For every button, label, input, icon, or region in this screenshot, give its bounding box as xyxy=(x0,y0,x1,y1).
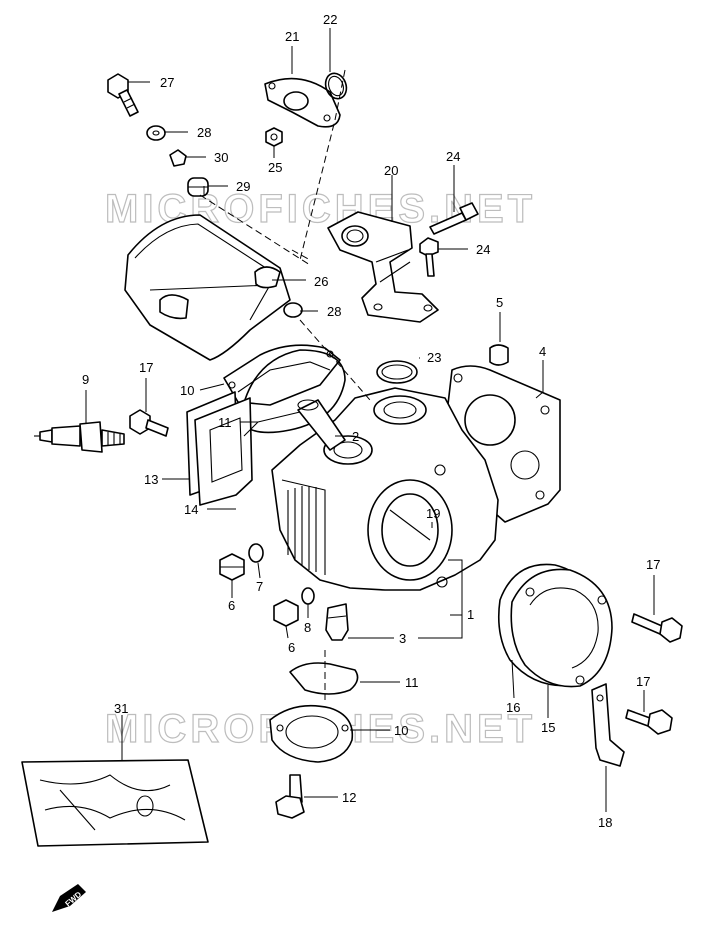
part-pipe-2 xyxy=(297,399,346,451)
part-bolt-12 xyxy=(275,774,305,819)
callout-23: 23 xyxy=(427,350,441,365)
callout-29: 29 xyxy=(236,179,250,194)
callout-7: 7 xyxy=(256,579,263,594)
callout-28b: 28 xyxy=(327,304,341,319)
callout-24b: 24 xyxy=(476,242,490,257)
part-bolt-24b xyxy=(419,237,439,277)
callout-8: 8 xyxy=(304,620,311,635)
part-bolt-24a xyxy=(429,202,479,235)
callout-17b: 17 xyxy=(646,557,660,572)
callout-10b: 10 xyxy=(394,723,408,738)
part-side-cover-14 xyxy=(194,397,253,506)
part-cap-30 xyxy=(169,149,187,167)
part-label-31 xyxy=(21,759,209,847)
part-bolt-17-right-lower xyxy=(625,709,673,735)
callout-25: 25 xyxy=(268,160,282,175)
part-rocker-cover-10-upper xyxy=(223,344,341,406)
leader-lines xyxy=(85,28,655,812)
callout-6b: 6 xyxy=(288,640,295,655)
callout-21: 21 xyxy=(285,29,299,44)
callout-26: 26 xyxy=(314,274,328,289)
callout-9: 9 xyxy=(82,372,89,387)
part-o-ring-23 xyxy=(376,360,418,384)
callout-10a: 10 xyxy=(180,383,194,398)
part-bracket-18 xyxy=(591,683,625,767)
part-bolt-27 xyxy=(107,73,139,117)
part-washer-8 xyxy=(301,587,315,605)
part-intake-plate xyxy=(264,77,341,128)
callout-17c: 17 xyxy=(636,674,650,689)
part-washer-28 xyxy=(146,125,166,141)
part-gasket-11-upper xyxy=(239,349,346,434)
callout-15: 15 xyxy=(541,720,555,735)
part-intake-pipe-20 xyxy=(327,211,439,323)
callout-30: 30 xyxy=(214,150,228,165)
callout-5: 5 xyxy=(496,295,503,310)
callout-27: 27 xyxy=(160,75,174,90)
callout-19: 19 xyxy=(426,506,440,521)
part-washer-7 xyxy=(248,543,264,563)
callout-28a: 28 xyxy=(197,125,211,140)
part-nut-25 xyxy=(265,127,283,147)
part-nut-6a xyxy=(219,553,245,581)
callout-2: 2 xyxy=(352,429,359,444)
callout-13: 13 xyxy=(144,472,158,487)
part-gasket-11-lower xyxy=(289,662,359,695)
part-nut-6b xyxy=(273,599,299,627)
callout-20: 20 xyxy=(384,163,398,178)
callout-17a: 17 xyxy=(139,360,153,375)
part-bolt-17-left xyxy=(129,409,169,437)
part-head-cover-26 xyxy=(124,214,291,361)
part-bolt-17-right-upper xyxy=(631,613,683,643)
part-cover-10-lower xyxy=(269,704,354,763)
part-o-ring-22 xyxy=(324,72,348,100)
callout-12: 12 xyxy=(342,790,356,805)
part-grommet-29 xyxy=(187,177,209,197)
callout-1: 1 xyxy=(467,607,474,622)
fwd-direction-arrow: FWD xyxy=(52,884,86,912)
part-side-cover-15 xyxy=(510,568,613,688)
callout-18: 18 xyxy=(598,815,612,830)
part-sensor-3 xyxy=(325,603,349,641)
callout-31: 31 xyxy=(114,701,128,716)
callout-14: 14 xyxy=(184,502,198,517)
callout-3a: 3 xyxy=(399,631,406,646)
callout-24a: 24 xyxy=(446,149,460,164)
part-spark-plug-9 xyxy=(34,421,125,453)
callout-22: 22 xyxy=(323,12,337,27)
callout-11b: 11 xyxy=(405,675,419,690)
callout-numbers: 21 22 27 28 25 30 29 20 24 24 26 28 5 4 … xyxy=(82,12,660,830)
part-dowel-5 xyxy=(489,344,509,366)
callout-16: 16 xyxy=(506,700,520,715)
callout-11a: 11 xyxy=(218,415,232,430)
callout-4: 4 xyxy=(539,344,546,359)
callout-6a: 6 xyxy=(228,598,235,613)
